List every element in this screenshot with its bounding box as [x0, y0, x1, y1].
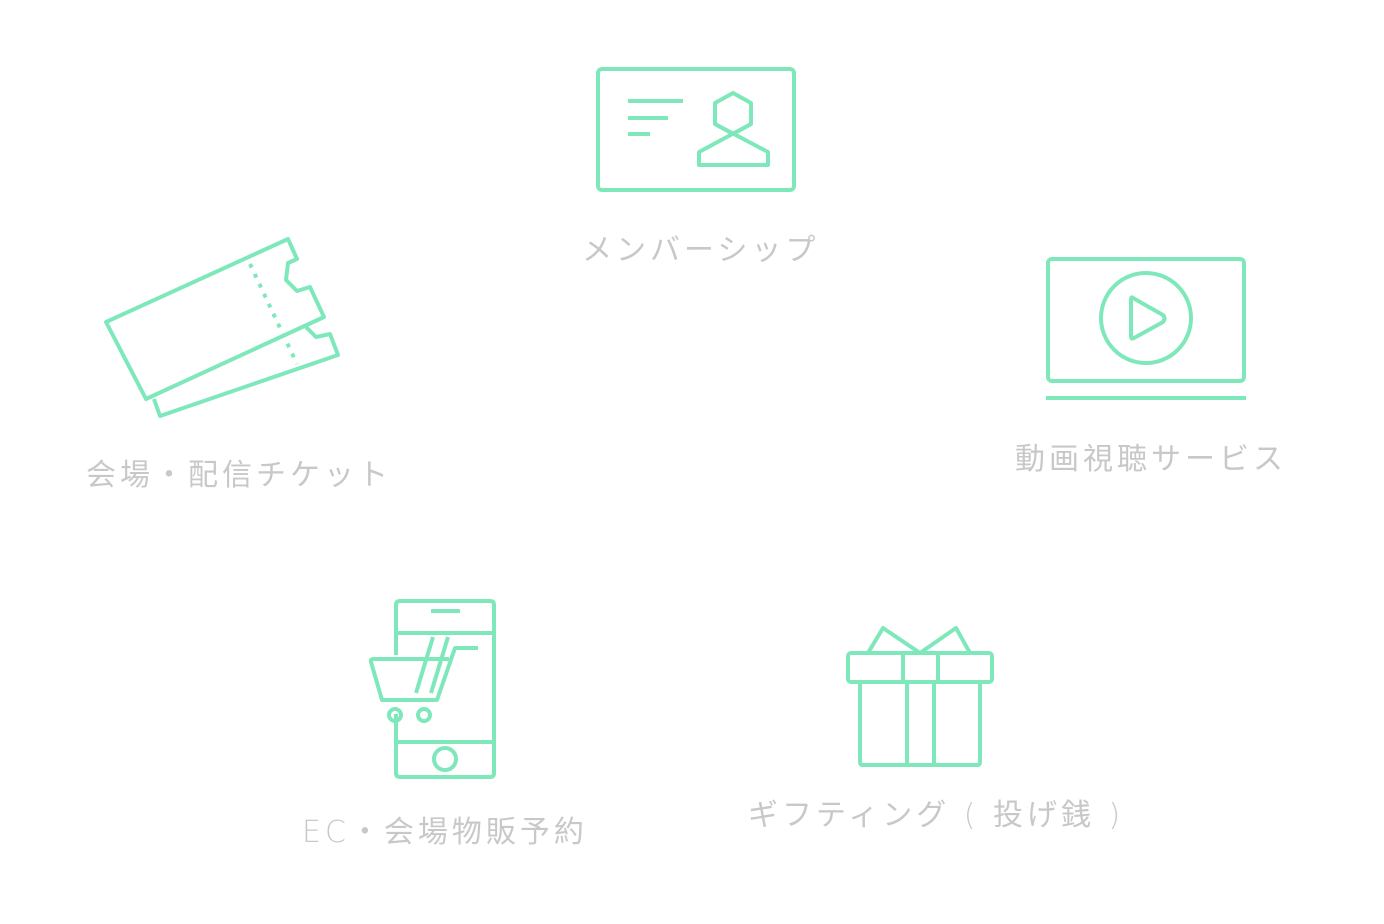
- ticket-icon: [104, 237, 340, 418]
- feature-label-video: 動画視聴サービス: [1015, 442, 1287, 477]
- feature-label-tickets: 会場・配信チケット: [86, 458, 392, 493]
- gift-box-icon: [846, 626, 994, 767]
- membership-card-icon: [596, 67, 796, 192]
- feature-label-gifting: ギフティング ( 投げ銭 ): [748, 798, 1125, 833]
- video-play-icon: [1046, 257, 1246, 400]
- feature-label-membership: メンバーシップ: [582, 233, 820, 268]
- feature-label-ec: EC・会場物販予約: [302, 815, 588, 850]
- mobile-cart-icon: [368, 599, 496, 779]
